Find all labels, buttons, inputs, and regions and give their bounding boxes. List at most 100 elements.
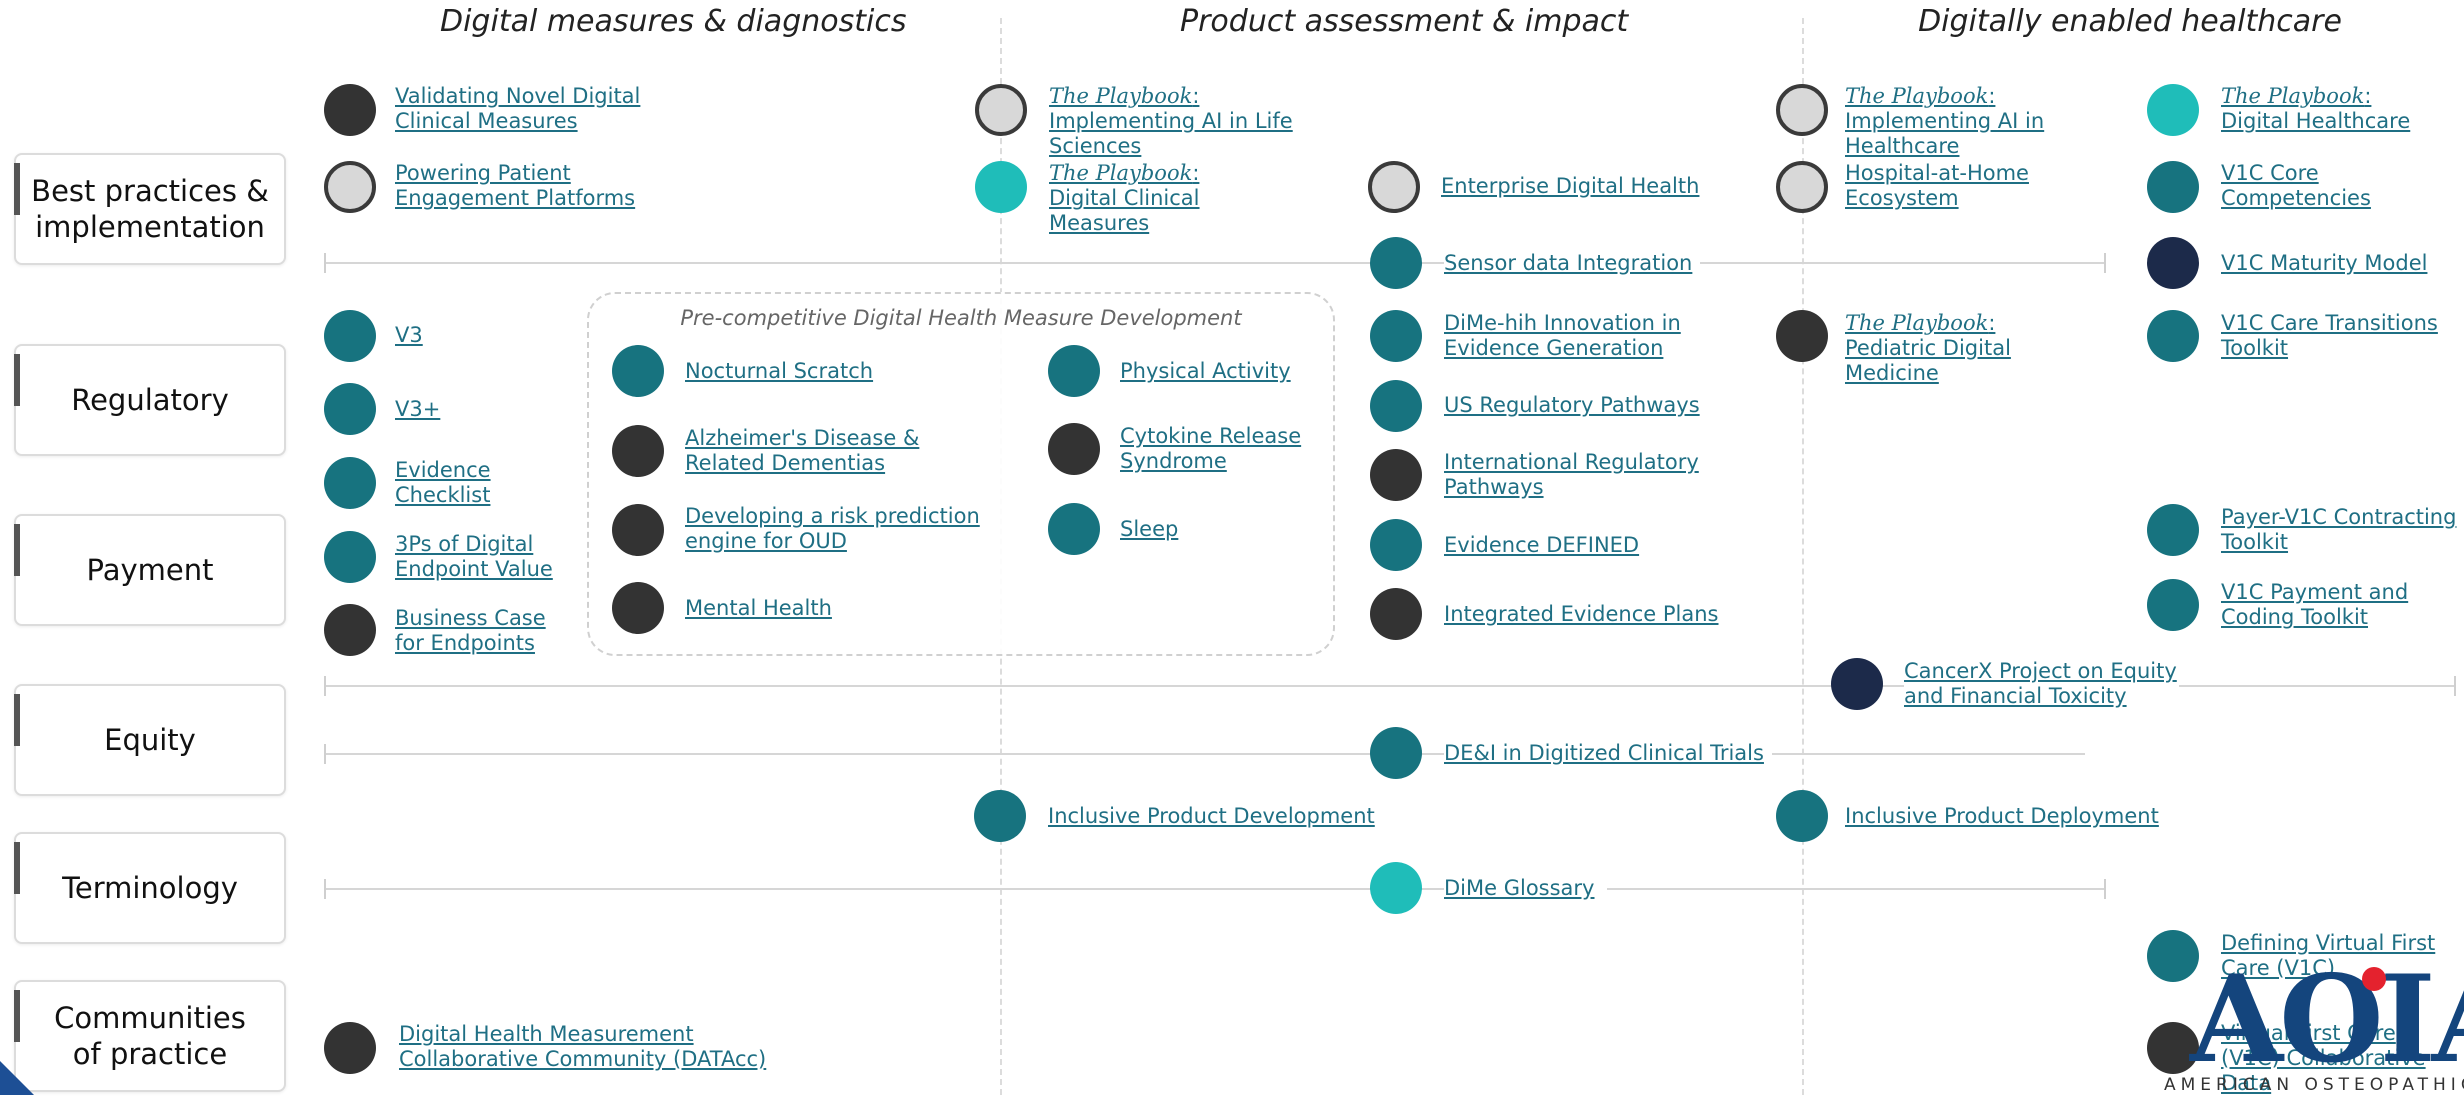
link-dei-digitized-trials[interactable]: DE&I in Digitized Clinical Trials — [1444, 741, 1772, 766]
link-dime-hih[interactable]: DiMe-hih Innovation in Evidence Generati… — [1444, 311, 1681, 360]
playbook-title: The Playbook — [1845, 311, 1989, 335]
status-dot — [324, 161, 376, 213]
row-label-terminology: Terminology — [14, 832, 286, 944]
status-dot — [612, 425, 664, 477]
column-divider-2 — [1802, 18, 1804, 1095]
logo-dot — [2362, 967, 2386, 991]
row-label-communities: Communities of practice — [14, 980, 286, 1092]
link-playbook-digital-clinical-measures[interactable]: The Playbook: Digital Clinical Measures — [1049, 161, 1269, 236]
link-datacc[interactable]: Digital Health Measurement Collaborative… — [399, 1022, 767, 1071]
logo-subtitle: AMERICAN OSTEOPATHIC — [2164, 1075, 2464, 1095]
link-nocturnal-scratch[interactable]: Nocturnal Scratch — [685, 359, 874, 383]
link-validating-novel-measures[interactable]: Validating Novel Digital Clinical Measur… — [395, 84, 641, 133]
row-label-best-practices: Best practices & implementation — [14, 153, 286, 265]
link-cytokine-release[interactable]: Cytokine Release Syndrome — [1120, 424, 1302, 473]
link-sleep[interactable]: Sleep — [1120, 517, 1179, 541]
precompetitive-title: Pre-competitive Digital Health Measure D… — [680, 306, 1242, 330]
row-label-equity: Equity — [14, 684, 286, 796]
equity-line-1 — [325, 685, 2455, 687]
link-v1c-care-transitions[interactable]: V1C Care Transitions Toolkit — [2221, 311, 2438, 360]
link-mental-health[interactable]: Mental Health — [685, 596, 832, 620]
link-sensor-data-integration[interactable]: Sensor data Integration — [1444, 251, 1701, 276]
link-alzheimers[interactable]: Alzheimer's Disease & Related Dementias — [685, 426, 920, 475]
link-international-regulatory[interactable]: International Regulatory Pathways — [1444, 450, 1699, 499]
link-inclusive-product-development[interactable]: Inclusive Product Development — [1048, 804, 1375, 828]
status-dot — [1370, 380, 1422, 432]
status-dot — [2147, 1022, 2199, 1074]
row-label-payment: Payment — [14, 514, 286, 626]
status-dot — [612, 345, 664, 397]
link-powering-patient-engagement[interactable]: Powering Patient Engagement Platforms — [395, 161, 636, 210]
playbook-title: The Playbook — [2221, 84, 2365, 108]
column-header-digitally-enabled: Digitally enabled healthcare — [1918, 4, 2342, 39]
link-physical-activity[interactable]: Physical Activity — [1120, 359, 1291, 383]
link-business-case-endpoints[interactable]: Business Case for Endpoints — [395, 606, 546, 655]
link-cancerx[interactable]: CancerX Project on Equity and Financial … — [1904, 659, 2179, 709]
status-dot — [1368, 161, 1420, 213]
status-dot — [1048, 345, 1100, 397]
status-dot — [612, 504, 664, 556]
line-cap — [2104, 253, 2106, 273]
best-practices-line — [325, 262, 2105, 264]
link-playbook-ai-life-sciences[interactable]: The Playbook: Implementing AI in Life Sc… — [1049, 84, 1329, 159]
status-dot — [2147, 237, 2199, 289]
status-dot — [324, 84, 376, 136]
link-v1c-payment-coding[interactable]: V1C Payment and Coding Toolkit — [2221, 580, 2409, 629]
link-text: : Digital Clinical Measures — [1049, 161, 1200, 235]
link-playbook-ai-healthcare[interactable]: The Playbook: Implementing AI in Healthc… — [1845, 84, 2125, 159]
line-cap — [324, 253, 326, 273]
link-text: : Pediatric Digital Medicine — [1845, 311, 2011, 385]
status-dot — [324, 1022, 376, 1074]
status-dot — [1776, 790, 1828, 842]
status-dot — [324, 457, 376, 509]
link-us-regulatory-pathways[interactable]: US Regulatory Pathways — [1444, 393, 1700, 417]
link-payer-v1c-contracting[interactable]: Payer-V1C Contracting Toolkit — [2221, 505, 2457, 554]
link-integrated-evidence-plans[interactable]: Integrated Evidence Plans — [1444, 602, 1719, 626]
status-dot — [1370, 519, 1422, 571]
column-header-product-assessment: Product assessment & impact — [1180, 4, 1629, 39]
line-cap — [324, 879, 326, 899]
link-v3-plus[interactable]: V3+ — [395, 397, 441, 421]
line-cap — [2454, 676, 2456, 696]
link-playbook-digital-healthcare[interactable]: The Playbook: Digital Healthcare — [2221, 84, 2421, 134]
link-inclusive-product-deployment[interactable]: Inclusive Product Deployment — [1845, 804, 2159, 828]
column-header-digital-measures: Digital measures & diagnostics — [440, 4, 907, 39]
status-dot — [1048, 503, 1100, 555]
link-oud-risk-engine[interactable]: Developing a risk prediction engine for … — [685, 504, 980, 553]
line-cap — [324, 744, 326, 764]
link-v1c-collaborative-data[interactable]: Virtual First Care (V1C) Collaborative D… — [2221, 1021, 2426, 1095]
link-v1c-core-competencies[interactable]: V1C Core Competencies — [2221, 161, 2371, 210]
status-dot — [975, 84, 1027, 136]
link-dime-glossary[interactable]: DiMe Glossary — [1444, 876, 1607, 901]
link-text: : Implementing AI in Life Sciences — [1049, 84, 1293, 158]
row-label-regulatory: Regulatory — [14, 344, 286, 456]
link-evidence-defined[interactable]: Evidence DEFINED — [1444, 533, 1640, 557]
link-hospital-at-home[interactable]: Hospital-at-Home Ecosystem — [1845, 161, 2029, 210]
status-dot — [2147, 84, 2199, 136]
precompetitive-group: Pre-competitive Digital Health Measure D… — [587, 292, 1335, 656]
status-dot — [1776, 161, 1828, 213]
link-defining-v1c[interactable]: Defining Virtual First Care (V1C) — [2221, 931, 2436, 980]
status-dot — [1370, 449, 1422, 501]
status-dot — [1370, 588, 1422, 640]
status-dot — [324, 310, 376, 362]
link-text: : Digital Healthcare — [2221, 84, 2411, 133]
status-dot — [2147, 504, 2199, 556]
link-enterprise-digital-health[interactable]: Enterprise Digital Health — [1441, 174, 1700, 198]
terminology-line — [325, 888, 2105, 890]
playbook-title: The Playbook — [1049, 161, 1193, 185]
status-dot — [1048, 423, 1100, 475]
link-playbook-pediatric[interactable]: The Playbook: Pediatric Digital Medicine — [1845, 311, 2075, 386]
line-cap — [2104, 879, 2106, 899]
status-dot — [1370, 862, 1422, 914]
link-3ps-digital-endpoint[interactable]: 3Ps of Digital Endpoint Value — [395, 532, 553, 581]
link-v1c-maturity-model[interactable]: V1C Maturity Model — [2221, 251, 2428, 275]
status-dot — [612, 582, 664, 634]
status-dot — [2147, 161, 2199, 213]
status-dot — [324, 531, 376, 583]
status-dot — [2147, 579, 2199, 631]
link-v3[interactable]: V3 — [395, 323, 423, 347]
link-evidence-checklist[interactable]: Evidence Checklist — [395, 458, 491, 507]
